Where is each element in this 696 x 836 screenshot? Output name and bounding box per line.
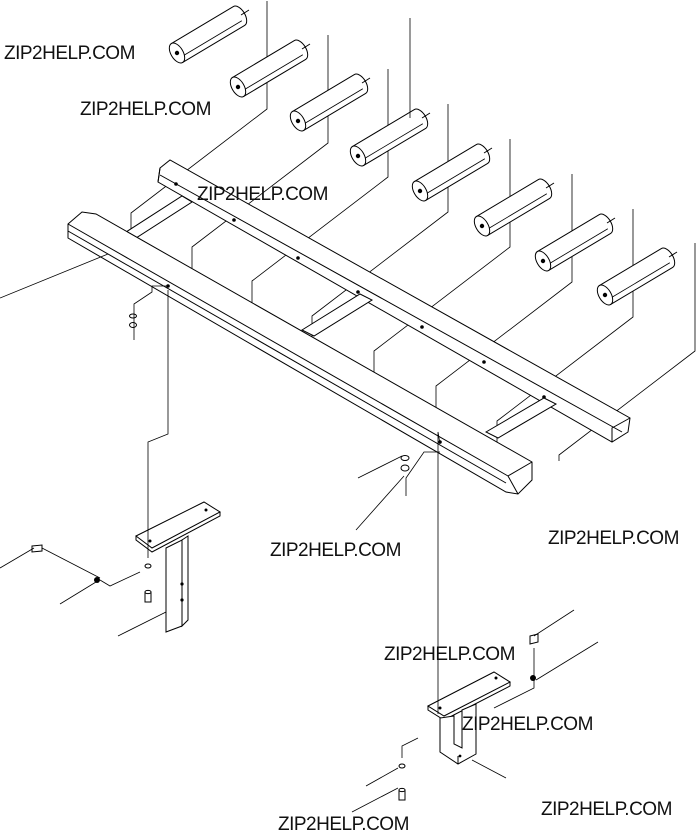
watermark-text: ZIP2HELP.COM (548, 528, 679, 549)
watermark-layer: ZIP2HELP.COM ZIP2HELP.COM ZIP2HELP.COM Z… (4, 43, 679, 835)
front-side-rail (67, 211, 533, 495)
cross-members (125, 195, 558, 439)
right-rail-fasteners (400, 451, 440, 496)
watermark-text: ZIP2HELP.COM (278, 814, 409, 835)
watermark-text: ZIP2HELP.COM (197, 184, 328, 205)
watermark-text: ZIP2HELP.COM (384, 644, 515, 665)
watermark-text: ZIP2HELP.COM (4, 43, 135, 64)
roller (191, 35, 329, 299)
roller (558, 243, 696, 461)
left-rail-fasteners (129, 285, 168, 340)
watermark-text: ZIP2HELP.COM (80, 99, 211, 120)
left-leg-bracket (0, 290, 222, 637)
watermark-text: ZIP2HELP.COM (462, 714, 593, 735)
watermark-text: ZIP2HELP.COM (541, 799, 672, 820)
rollers-group (130, 1, 696, 473)
right-leg-bracket (351, 431, 599, 813)
roller (311, 104, 449, 368)
rear-side-rail (157, 159, 631, 443)
rail-leader-lines (0, 18, 411, 531)
watermark-text: ZIP2HELP.COM (270, 540, 401, 561)
